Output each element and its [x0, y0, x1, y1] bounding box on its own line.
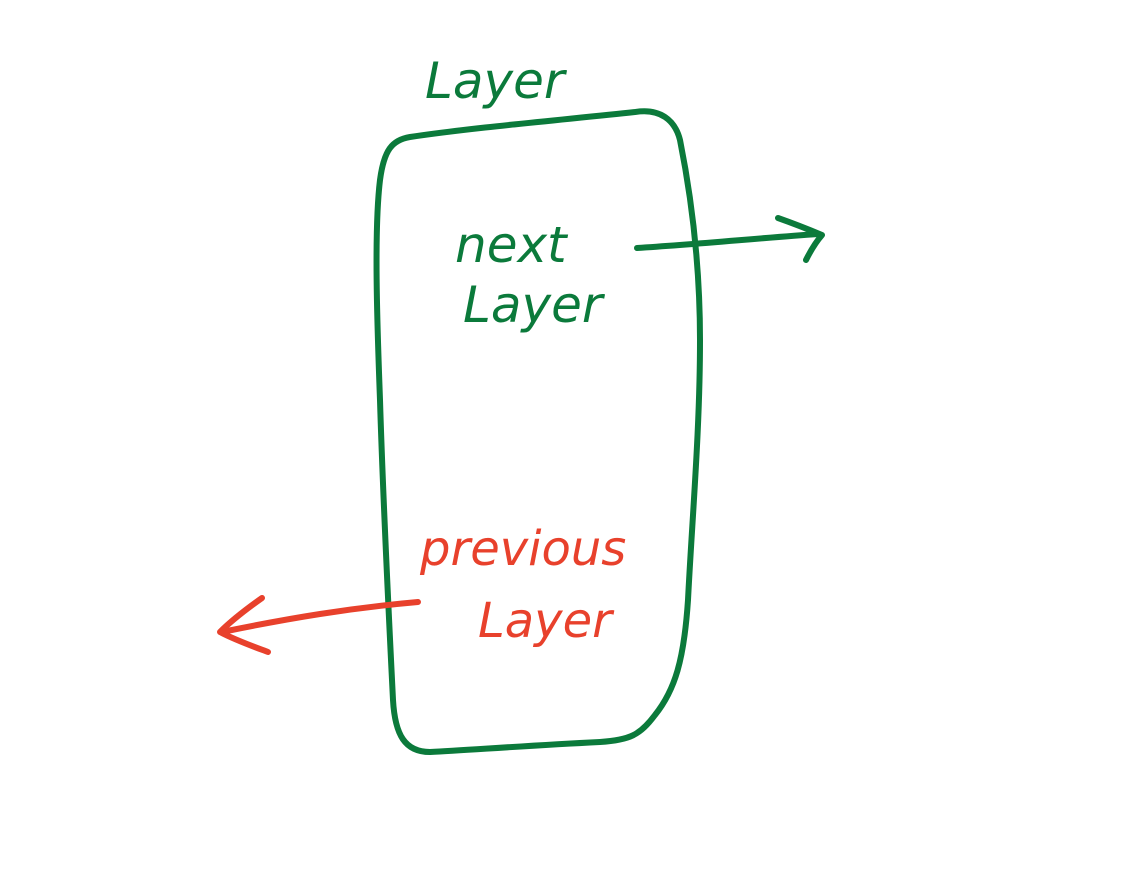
next-layer-label-line2: Layer [463, 276, 606, 334]
previous-layer-label-line1: previous [419, 521, 626, 577]
previous-layer-label-line2: Layer [478, 593, 615, 649]
previous-layer-arrowhead [217, 595, 271, 655]
layer-title: Layer [425, 52, 568, 110]
layer-box [373, 108, 703, 755]
next-layer-arrow-shaft [634, 231, 821, 251]
previous-layer-arrow-shaft [219, 599, 421, 635]
next-layer-arrowhead [775, 215, 825, 263]
next-layer-label-line1: next [455, 216, 569, 274]
